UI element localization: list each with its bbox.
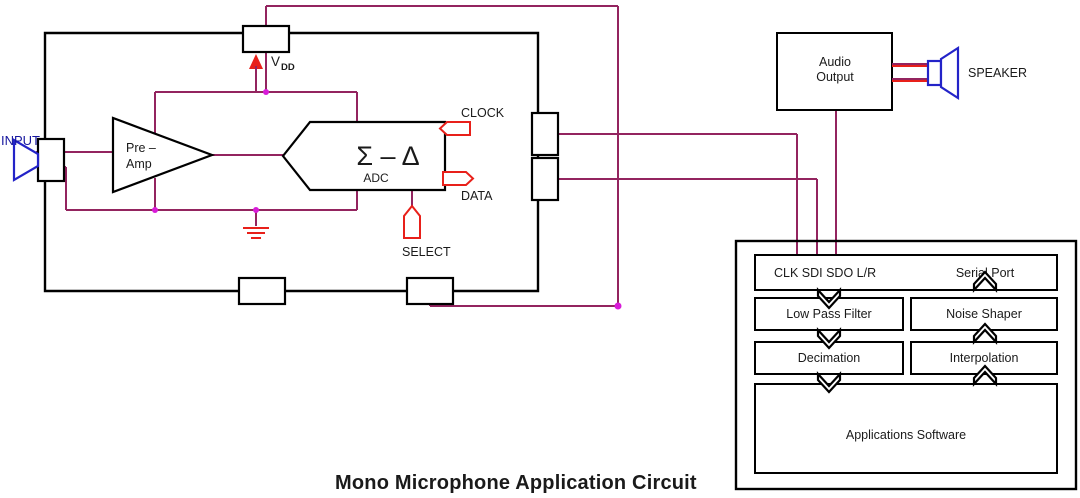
audio-output-line2: Output xyxy=(816,70,854,84)
microphone-symbol: INPUT xyxy=(1,133,40,182)
select-arrow-icon xyxy=(403,204,421,239)
preamp-block: Pre – Amp xyxy=(111,116,216,194)
pad-bottom-right[interactable] xyxy=(405,276,455,306)
dsp-flow-arrows-down xyxy=(816,287,842,394)
arrow-up-interp-to-ns xyxy=(972,322,998,345)
interpolation-label: Interpolation xyxy=(950,351,1019,365)
junction-right-rail xyxy=(614,302,622,310)
junction-ground xyxy=(253,207,259,213)
applications-software-label: Applications Software xyxy=(846,428,966,442)
vdd-supply-symbol: V DD xyxy=(249,54,295,92)
preamp-label-line2: Amp xyxy=(126,157,152,171)
data-arrow-icon xyxy=(442,171,475,186)
pad-clock[interactable] xyxy=(530,111,560,157)
serial-port-box xyxy=(754,254,1058,291)
speaker-cone-icon xyxy=(939,45,960,101)
pad-ground-bottom-left[interactable] xyxy=(237,276,287,306)
arrow-down-lpf-to-decimation xyxy=(816,327,842,350)
pad-vdd[interactable] xyxy=(241,24,291,54)
select-label: SELECT xyxy=(402,245,451,259)
input-label: INPUT xyxy=(1,133,40,148)
speaker-body-icon xyxy=(926,59,943,87)
chip-outline-rect xyxy=(43,31,540,293)
data-label: DATA xyxy=(461,189,493,203)
arrow-up-apps-to-interp xyxy=(972,364,998,387)
arrow-up-ns-to-serial xyxy=(972,270,998,293)
preamp-label-line1: Pre – xyxy=(126,141,156,155)
dsp-outline xyxy=(734,239,1078,491)
speaker-label: SPEAKER xyxy=(968,66,1027,80)
vdd-label: V xyxy=(271,54,280,69)
adc-sigma-delta-symbol: Σ – Δ xyxy=(356,141,419,171)
junction-vdd xyxy=(263,89,269,95)
clock-label: CLOCK xyxy=(461,106,505,120)
vdd-subscript: DD xyxy=(281,62,295,73)
arrow-down-decimation-to-apps xyxy=(816,371,842,394)
low-pass-filter-label: Low Pass Filter xyxy=(786,307,871,321)
mic-icon xyxy=(12,138,40,182)
preamp-triangle xyxy=(111,116,216,194)
adc-sublabel: ADC xyxy=(363,171,389,185)
serial-port-pins: CLK SDI SDO L/R xyxy=(774,266,876,280)
speaker-group: SPEAKER xyxy=(892,45,1027,101)
clock-arrow-icon xyxy=(438,121,471,136)
diagram-title: Mono Microphone Application Circuit xyxy=(335,472,697,494)
applications-software-box xyxy=(754,383,1058,474)
audio-output-block: Audio Output xyxy=(776,32,893,111)
audio-output-line1: Audio xyxy=(819,55,851,69)
adc-outline xyxy=(281,120,447,192)
pad-data[interactable] xyxy=(530,156,560,202)
decimation-label: Decimation xyxy=(798,351,861,365)
dsp-block: CLK SDI SDO L/R Serial Port Low Pass Fil… xyxy=(734,239,1078,491)
chip-pads xyxy=(36,24,560,306)
chip-boundary xyxy=(43,31,540,293)
ground-symbol xyxy=(243,227,269,239)
audio-output-rect xyxy=(776,32,893,111)
adc-block: Σ – Δ ADC xyxy=(281,120,447,192)
junction-dots xyxy=(152,89,622,310)
signal-pin-symbols: CLOCK DATA SELECT xyxy=(402,106,505,259)
vdd-arrow-icon xyxy=(249,54,263,69)
noise-shaper-label: Noise Shaper xyxy=(946,307,1022,321)
junction-preamp-gnd xyxy=(152,207,158,213)
pad-input[interactable] xyxy=(36,137,66,183)
arrow-down-serial-to-lpf xyxy=(816,287,842,310)
dsp-flow-arrows-up xyxy=(972,270,998,387)
